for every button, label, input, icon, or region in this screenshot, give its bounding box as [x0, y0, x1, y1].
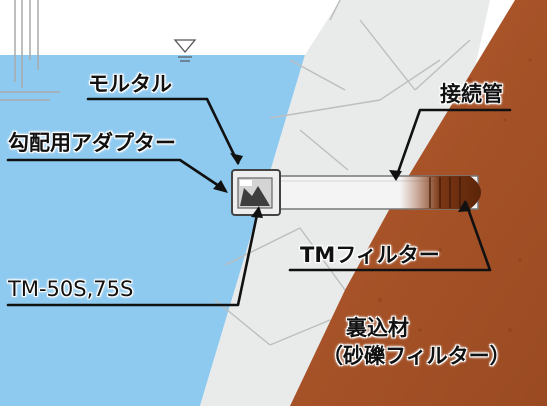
leader-mortar — [86, 97, 240, 165]
label-backfill-note: （砂礫フィルター） — [322, 344, 511, 368]
gauge-posts — [0, 0, 60, 101]
leader-arrowheads — [213, 153, 471, 218]
label-tm-model: TM-50S,75S — [8, 277, 134, 301]
label-slope-adapter: 勾配用アダプター — [8, 131, 176, 155]
slope-adapter — [231, 169, 281, 216]
leader-lines — [6, 97, 512, 307]
leader-slope-adapter — [6, 158, 227, 192]
tm-filter-tip — [400, 176, 481, 209]
leader-tm-model — [6, 208, 260, 307]
leader-connecting-pipe — [394, 108, 512, 180]
label-connecting-pipe: 接続管 — [440, 82, 503, 106]
water-level-triangle-icon — [173, 39, 197, 62]
leader-tm-filter — [288, 201, 492, 272]
label-tm-filter: TMフィルター — [300, 243, 440, 267]
label-backfill: 裏込材 — [346, 316, 409, 340]
label-mortar: モルタル — [88, 72, 172, 96]
gravel-texture — [338, 58, 532, 362]
